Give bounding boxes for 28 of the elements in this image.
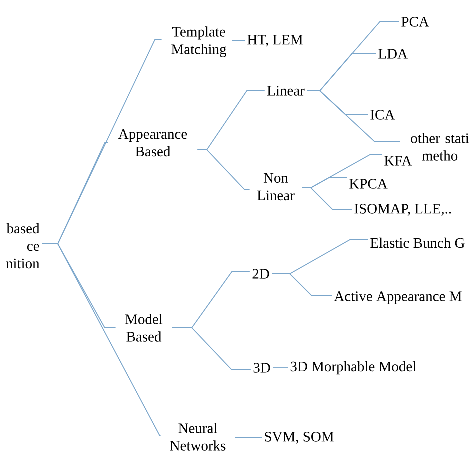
method-label: 3D bbox=[254, 363, 270, 373]
method-label: ISOMAP, LLE,.. bbox=[354, 204, 452, 216]
method-label: LDA bbox=[378, 49, 408, 59]
method-label: Elastic Bunch G bbox=[370, 238, 465, 248]
method-label: Linear bbox=[268, 86, 305, 96]
method-label: 3D Morphable Model bbox=[290, 361, 416, 375]
connector-line bbox=[197, 150, 250, 190]
connector-line bbox=[172, 328, 252, 370]
connector-line bbox=[306, 90, 401, 142]
connector-line bbox=[272, 274, 332, 296]
category-label: Neural Networks bbox=[170, 423, 226, 451]
method-label: SVM, SOM bbox=[265, 432, 334, 444]
category-label: Appearance Based bbox=[118, 129, 188, 157]
category-label: other stati metho bbox=[411, 133, 470, 161]
category-label: Template Matching bbox=[172, 26, 227, 58]
category-label: Model Based bbox=[126, 314, 163, 342]
method-label: HT, LEM bbox=[248, 35, 303, 47]
method-label: ICA bbox=[370, 110, 396, 120]
method-label: KFA bbox=[384, 156, 412, 166]
category-label: based ce nition bbox=[6, 223, 40, 269]
method-label: KPCA bbox=[350, 179, 388, 189]
connector-line bbox=[42, 244, 162, 436]
method-label: 2D bbox=[252, 269, 270, 279]
connector-line bbox=[302, 188, 352, 210]
category-label: Non Linear bbox=[258, 173, 295, 201]
connector-line bbox=[232, 40, 246, 42]
method-label: Active Appearance M bbox=[334, 292, 462, 304]
method-label: PCA bbox=[402, 17, 430, 27]
